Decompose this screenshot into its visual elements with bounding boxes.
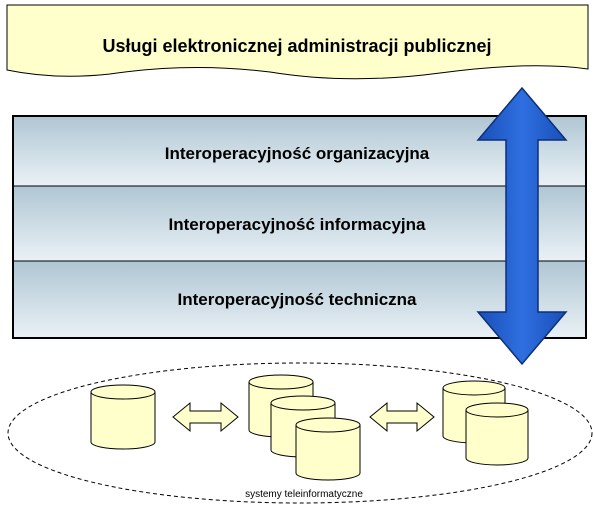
- layer-informational: Interoperacyjność informacyjna: [12, 185, 587, 262]
- vertical-double-arrow: [476, 86, 568, 366]
- database-cylinder-4: [295, 417, 361, 481]
- database-cylinder-1: [90, 384, 156, 450]
- database-cylinder-6: [465, 402, 529, 466]
- services-banner: Usługi elektronicznej administracji publ…: [6, 4, 589, 80]
- horizontal-double-arrow-right: [369, 401, 435, 433]
- banner-title: Usługi elektronicznej administracji publ…: [102, 36, 491, 56]
- layer-label: Interoperacyjność informacyjna: [169, 215, 427, 234]
- layer-label: Interoperacyjność organizacyjna: [165, 144, 430, 163]
- layers-stack: Interoperacyjność organizacyjna Interope…: [12, 115, 587, 339]
- systems-caption: systemy teleinformatyczne: [245, 489, 363, 500]
- horizontal-double-arrow-left: [172, 401, 239, 433]
- layer-label: Interoperacyjność techniczna: [177, 290, 417, 309]
